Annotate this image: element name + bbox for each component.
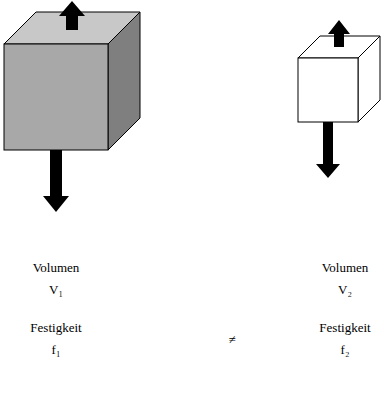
small-cube-arrows [316,20,350,178]
strength-symbol: f₁ [52,342,61,358]
small-cube [298,36,380,122]
volume-symbol: V₂ [338,282,352,298]
inequality-sign: ≠ [228,332,235,348]
volume-label: Volumen [322,260,369,276]
strength-label: Festigkeit [319,320,370,336]
volume-label: Volumen [33,260,80,276]
strength-label: Festigkeit [30,320,81,336]
large-cube [4,12,140,150]
strength-symbol: f₂ [341,342,350,358]
large-cube-arrows [43,1,85,212]
volume-symbol: V₁ [49,282,63,298]
